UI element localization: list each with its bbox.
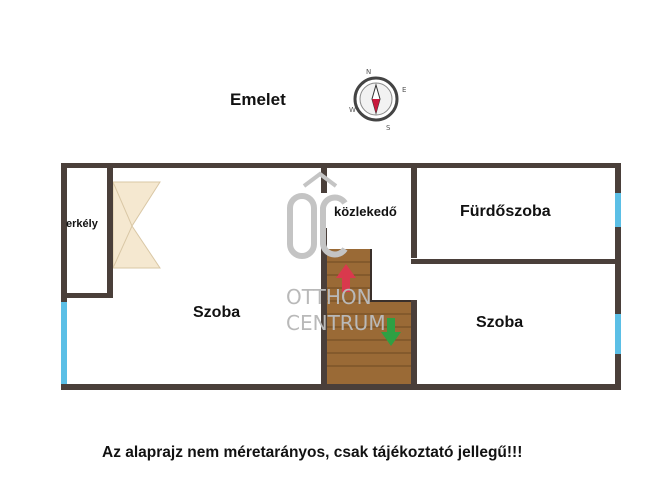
room-label-furdoszoba: Fürdőszoba bbox=[460, 203, 551, 220]
compass-w-label: W bbox=[349, 106, 356, 114]
compass-e-label: E bbox=[402, 86, 406, 94]
watermark-line2: CENTRUM bbox=[286, 311, 386, 335]
compass-n-label: N bbox=[366, 68, 371, 76]
compass-s-label: S bbox=[386, 124, 391, 132]
compass-icon: N E S W bbox=[349, 68, 406, 132]
arrow-up-icon bbox=[336, 264, 356, 292]
walls bbox=[61, 163, 621, 390]
room-label-szoba-left: Szoba bbox=[193, 304, 240, 321]
windows bbox=[61, 193, 621, 384]
room-label-szoba-right: Szoba bbox=[476, 314, 523, 331]
arrow-down-icon bbox=[381, 318, 401, 346]
floor-title: Emelet bbox=[230, 90, 286, 109]
room-label-erkely: erkély bbox=[66, 218, 99, 230]
disclaimer-text: Az alaprajz nem méretarányos, csak tájék… bbox=[102, 444, 522, 461]
balcony-door bbox=[112, 181, 161, 269]
otthon-centrum-watermark: OTTHON CENTRUM bbox=[286, 171, 386, 335]
watermark-line1: OTTHON bbox=[286, 285, 372, 309]
room-label-kozlekedo: közlekedő bbox=[334, 204, 397, 219]
